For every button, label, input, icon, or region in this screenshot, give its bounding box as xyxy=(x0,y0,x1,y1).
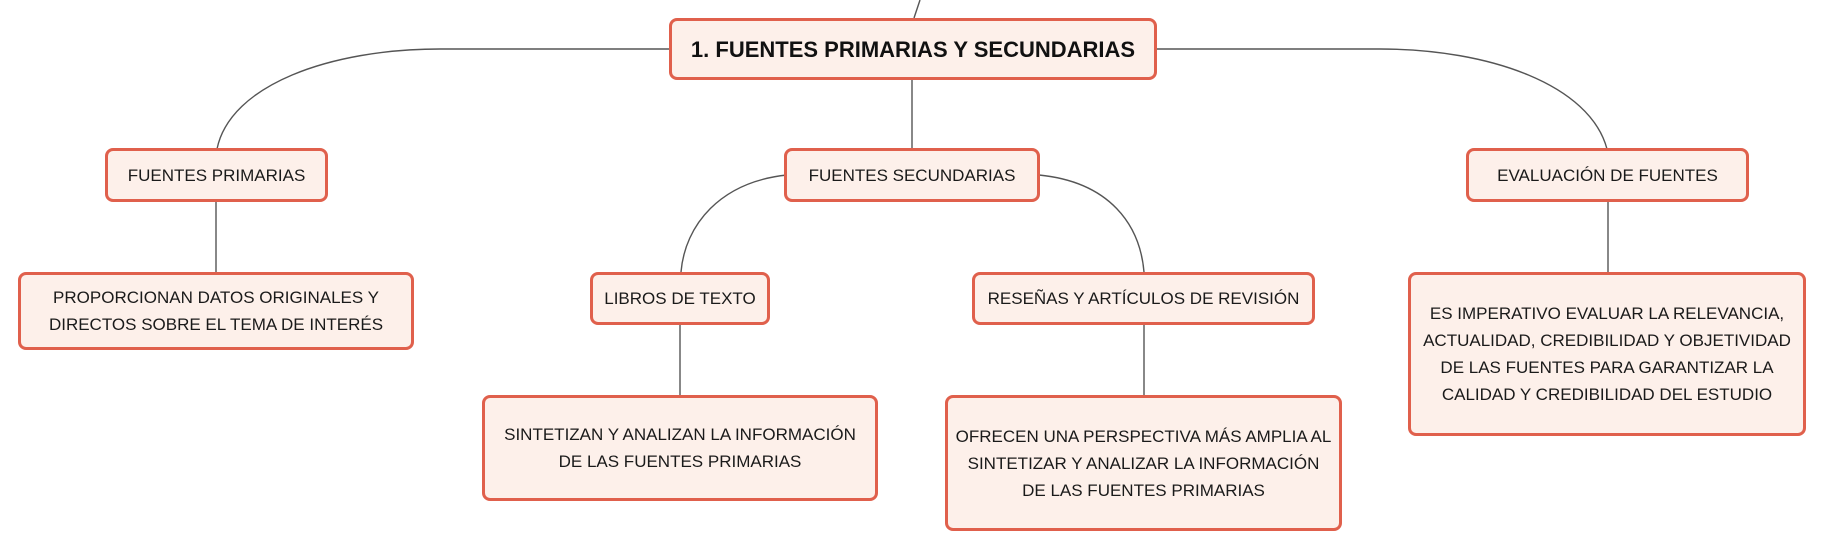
root-label: 1. FUENTES PRIMARIAS Y SECUNDARIAS xyxy=(690,36,1136,62)
connector-secundarias-to-resenas xyxy=(1038,174,1145,273)
node-libros-detail[interactable]: SINTETIZAN Y ANALIZAN LA INFORMACIÓN DE … xyxy=(482,395,878,501)
node-evaluacion-fuentes[interactable]: EVALUACIÓN DE FUENTES xyxy=(1466,148,1749,202)
libros-de-texto-label: LIBROS DE TEXTO xyxy=(604,289,756,308)
resenas-articulos-label: RESEÑAS Y ARTÍCULOS DE REVISIÓN xyxy=(987,289,1300,308)
node-primarias-detail[interactable]: PROPORCIONAN DATOS ORIGINALES Y DIRECTOS… xyxy=(18,272,414,350)
node-resenas-detail[interactable]: OFRECEN UNA PERSPECTIVA MÁS AMPLIA AL SI… xyxy=(945,395,1342,531)
node-fuentes-secundarias[interactable]: FUENTES SECUNDARIAS xyxy=(784,148,1040,202)
connector-parent-to-root xyxy=(913,0,921,19)
fuentes-primarias-label: FUENTES PRIMARIAS xyxy=(127,165,306,185)
node-evaluacion-detail[interactable]: ES IMPERATIVO EVALUAR LA RELEVANCIA, ACT… xyxy=(1408,272,1806,436)
node-fuentes-primarias[interactable]: FUENTES PRIMARIAS xyxy=(105,148,328,202)
connector-secundarias-to-libros xyxy=(680,174,788,273)
connector-root-to-evaluacion xyxy=(1157,48,1608,150)
evaluacion-detail-text: ES IMPERATIVO EVALUAR LA RELEVANCIA, ACT… xyxy=(1423,304,1791,404)
fuentes-secundarias-label: FUENTES SECUNDARIAS xyxy=(808,165,1016,185)
resenas-detail-text: OFRECEN UNA PERSPECTIVA MÁS AMPLIA AL SI… xyxy=(955,426,1332,500)
evaluacion-fuentes-label: EVALUACIÓN DE FUENTES xyxy=(1497,165,1718,185)
primarias-detail-text: PROPORCIONAN DATOS ORIGINALES Y DIRECTOS… xyxy=(48,288,384,334)
node-libros-de-texto[interactable]: LIBROS DE TEXTO xyxy=(590,272,770,325)
connector-root-to-primarias xyxy=(216,48,669,150)
root-node[interactable]: 1. FUENTES PRIMARIAS Y SECUNDARIAS xyxy=(669,18,1157,80)
libros-detail-text: SINTETIZAN Y ANALIZAN LA INFORMACIÓN DE … xyxy=(504,425,856,471)
node-resenas-articulos[interactable]: RESEÑAS Y ARTÍCULOS DE REVISIÓN xyxy=(972,272,1315,325)
